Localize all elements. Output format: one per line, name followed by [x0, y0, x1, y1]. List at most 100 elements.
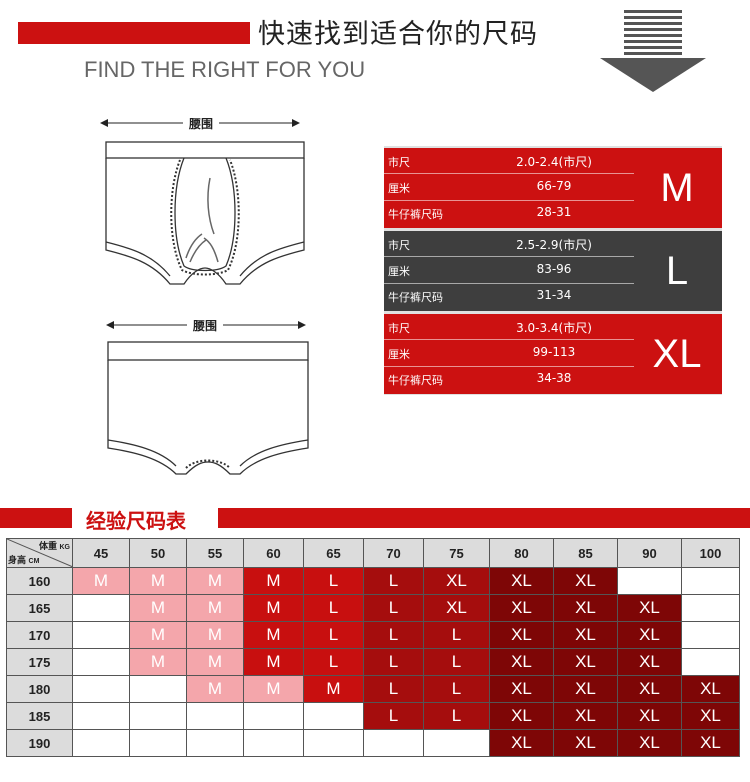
- size-cell: L: [363, 702, 424, 730]
- weight-header: 90: [617, 538, 682, 568]
- size-card: 市尺 2.0-2.4(市尺) 厘米 66-79 牛仔裤尺码 28-31 M 市尺…: [384, 146, 722, 395]
- size-cell: L: [363, 594, 424, 622]
- size-cell: L: [303, 594, 364, 622]
- size-row-label: 牛仔裤尺码: [388, 291, 443, 304]
- size-cell: [243, 702, 304, 730]
- size-cell: XL: [617, 648, 682, 676]
- size-cell: XL: [617, 729, 682, 757]
- row-divider: [384, 283, 634, 284]
- size-cell: XL: [553, 675, 618, 703]
- size-block-m: 市尺 2.0-2.4(市尺) 厘米 66-79 牛仔裤尺码 28-31 M: [384, 148, 722, 228]
- size-row-value: 99-113: [532, 345, 576, 359]
- size-cell: [72, 621, 130, 649]
- header-red-bar: [18, 22, 250, 44]
- size-cell: L: [363, 648, 424, 676]
- size-cell: XL: [489, 702, 554, 730]
- size-letter: M: [660, 166, 694, 210]
- size-row-label: 市尺: [388, 239, 410, 252]
- size-block-l: 市尺 2.5-2.9(市尺) 厘米 83-96 牛仔裤尺码 31-34 L: [384, 231, 722, 311]
- size-cell: XL: [489, 621, 554, 649]
- size-cell: [303, 729, 364, 757]
- size-cell: L: [423, 648, 490, 676]
- height-header: 165: [6, 594, 73, 622]
- size-cell: XL: [489, 648, 554, 676]
- size-block-xl: 市尺 3.0-3.4(市尺) 厘米 99-113 牛仔裤尺码 34-38 XL: [384, 314, 722, 394]
- weight-header: 80: [489, 538, 554, 568]
- size-cell: XL: [617, 702, 682, 730]
- size-cell: M: [129, 648, 187, 676]
- size-cell: [72, 702, 130, 730]
- size-cell: M: [129, 621, 187, 649]
- weight-header: 65: [303, 538, 364, 568]
- size-cell: L: [423, 675, 490, 703]
- size-cell: [72, 675, 130, 703]
- size-row-value: 34-38: [536, 371, 572, 385]
- size-row-value: 66-79: [536, 179, 572, 193]
- size-cell: XL: [617, 594, 682, 622]
- size-cell: L: [423, 702, 490, 730]
- size-cell: L: [423, 621, 490, 649]
- size-row-value: 83-96: [536, 262, 572, 276]
- size-cell: [129, 702, 187, 730]
- row-divider: [384, 339, 634, 340]
- size-cell: XL: [489, 594, 554, 622]
- size-cell: XL: [553, 648, 618, 676]
- size-row-label: 牛仔裤尺码: [388, 208, 443, 221]
- down-arrow-icon: [600, 10, 706, 92]
- size-cell: [303, 702, 364, 730]
- size-row-value: 28-31: [536, 205, 572, 219]
- size-cell: XL: [553, 567, 618, 595]
- row-divider: [384, 256, 634, 257]
- size-cell: [681, 648, 740, 676]
- size-letter: L: [665, 249, 689, 293]
- height-header: 180: [6, 675, 73, 703]
- size-cell: XL: [681, 675, 740, 703]
- size-cell: XL: [553, 729, 618, 757]
- size-cell: [681, 567, 740, 595]
- weight-header: 85: [553, 538, 618, 568]
- waist-label-bottom: 腰围: [187, 317, 224, 334]
- size-row-value: 31-34: [536, 288, 572, 302]
- section-title: 经验尺码表: [86, 509, 186, 533]
- size-cell: M: [243, 621, 304, 649]
- corner-height-label: 身高 CM: [8, 555, 40, 565]
- size-cell: M: [303, 675, 364, 703]
- size-cell: M: [129, 594, 187, 622]
- row-divider: [384, 366, 634, 367]
- boxer-brief-icon: [105, 141, 305, 285]
- size-cell: XL: [423, 594, 490, 622]
- size-cell: [186, 729, 244, 757]
- row-divider: [384, 200, 634, 201]
- weight-header: 60: [243, 538, 304, 568]
- size-cell: [423, 729, 490, 757]
- weight-header: 100: [681, 538, 740, 568]
- size-cell: M: [129, 567, 187, 595]
- grid-corner: 体重 KG 身高 CM: [6, 538, 73, 568]
- size-cell: XL: [553, 621, 618, 649]
- size-cell: XL: [681, 702, 740, 730]
- corner-weight-label: 体重 KG: [38, 541, 70, 551]
- size-row-value: 2.5-2.9(市尺): [516, 238, 592, 252]
- size-row-label: 市尺: [388, 156, 410, 169]
- size-cell: M: [186, 567, 244, 595]
- size-cell: XL: [553, 702, 618, 730]
- size-cell: L: [363, 675, 424, 703]
- size-cell: XL: [681, 729, 740, 757]
- weight-header: 75: [423, 538, 490, 568]
- weight-header: 45: [72, 538, 130, 568]
- size-cell: M: [72, 567, 130, 595]
- size-cell: M: [186, 621, 244, 649]
- row-divider: [384, 173, 634, 174]
- size-cell: [243, 729, 304, 757]
- size-cell: M: [243, 567, 304, 595]
- boxer-trunk-icon: [107, 341, 309, 475]
- height-header: 175: [6, 648, 73, 676]
- section-bar-left: [0, 508, 72, 528]
